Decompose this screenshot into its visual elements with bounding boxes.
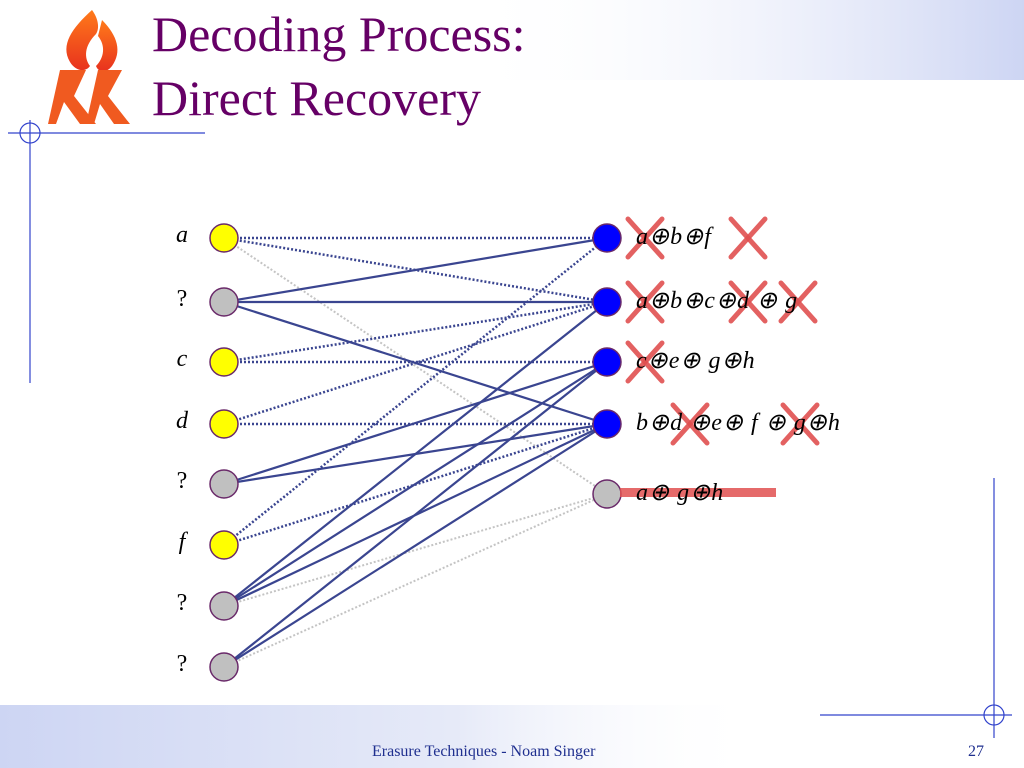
cross-mark [728,280,768,324]
variable-node [209,530,239,560]
graph-edge [223,493,608,607]
graph-edge [223,423,608,668]
check-node [592,347,622,377]
graph-edge [223,360,608,486]
variable-node [209,469,239,499]
variable-label: ? [176,286,188,312]
check-equation: c⊕e⊕ g⊕h [636,348,756,374]
variable-label: d [176,408,188,434]
check-node [592,479,622,509]
removed-equation-strike [620,488,776,497]
university-logo [48,10,130,124]
graph-edge [223,361,608,668]
graph-edge [223,236,608,304]
check-node [592,409,622,439]
variable-label: ? [176,590,188,616]
title-line-2: Direct Recovery [152,70,482,126]
variable-label: a [176,222,188,248]
variable-label: ? [176,651,188,677]
footer-text: Erasure Techniques - Noam Singer [372,743,596,760]
check-equation: a⊕ g⊕h [636,480,725,506]
cross-mark [625,216,665,260]
graph-edge [223,301,608,607]
graph-edge [223,361,608,607]
cross-mark [780,402,820,446]
check-node [592,223,622,253]
variable-node [209,223,239,253]
graph-edge [223,237,608,495]
graph-edge [223,237,608,546]
cross-mark [728,216,768,260]
bottom-band [0,705,760,768]
check-equation: a⊕b⊕c⊕d ⊕ g [636,288,799,314]
top-band [0,0,1024,80]
variable-node [209,652,239,682]
variable-label: f [178,529,186,555]
cross-mark [625,280,665,324]
graph-edge [223,236,608,304]
variable-label: c [176,346,188,372]
check-equation: a⊕b⊕f [636,224,712,250]
check-node [592,287,622,317]
graph-edge [223,493,608,668]
cross-mark [625,340,665,384]
bottom-guide-circle [983,704,1005,726]
cross-mark [670,402,710,446]
variable-node [209,287,239,317]
cross-mark [778,280,818,324]
variable-node [209,591,239,621]
graph-edge [223,300,608,364]
title-line-1: Decoding Process: [152,6,526,62]
variable-node [209,409,239,439]
top-guide-circle [19,122,41,144]
slide-title: Decoding Process: Direct Recovery [152,2,526,130]
page-number: 27 [968,743,984,760]
graph-edge [223,300,608,426]
check-equation: b⊕d ⊕e⊕ f ⊕ g⊕h [636,410,841,436]
variable-label: ? [176,468,188,494]
variable-node [209,347,239,377]
